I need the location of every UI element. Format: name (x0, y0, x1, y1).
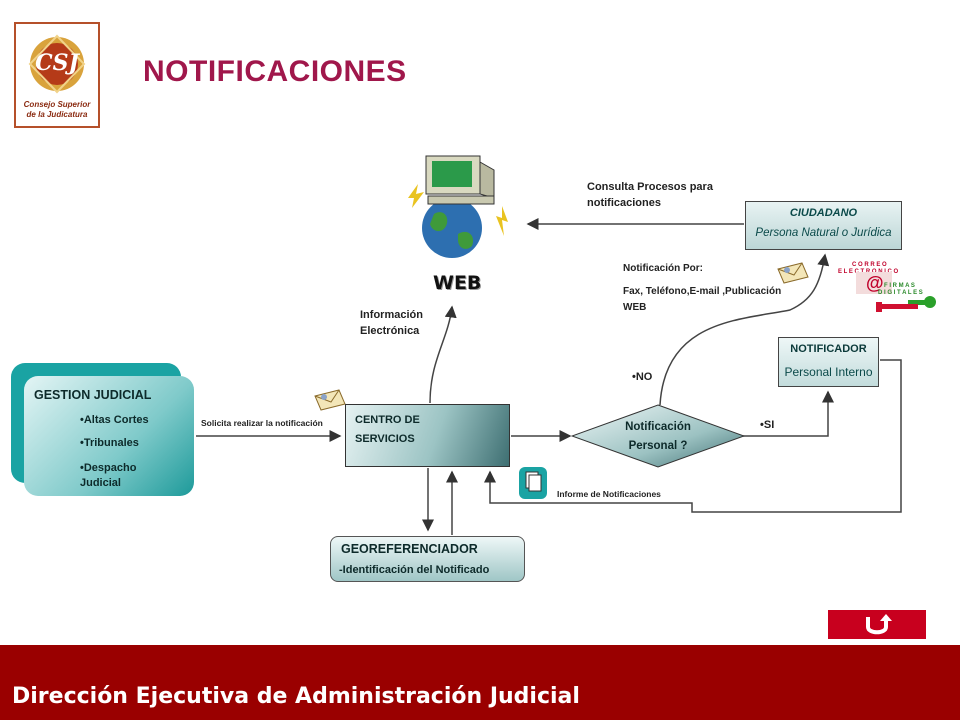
notificador-subtitle: Personal Interno (784, 365, 873, 379)
notificacion-por-line2: WEB (623, 302, 647, 313)
gestion-item-judicial: Judicial (80, 477, 121, 489)
informe-label: Informe de Notificaciones (557, 489, 661, 499)
centro-line2: SERVICIOS (355, 433, 415, 445)
logo-line2: de la Judicatura (26, 110, 88, 119)
centro-line1: CENTRO DE (355, 414, 420, 426)
info-electronica-line1: Información (360, 309, 423, 321)
page-title: NOTIFICACIONES (143, 55, 407, 88)
decision-line2: Personal ? (628, 440, 688, 452)
web-label: WEB (433, 272, 482, 294)
notificador-title: NOTIFICADOR (790, 343, 867, 355)
no-label: •NO (632, 371, 653, 383)
gestion-item-altas-cortes: •Altas Cortes (80, 414, 149, 426)
solicita-label: Solicita realizar la notificación (201, 418, 323, 428)
ciudadano-title: CIUDADANO (789, 207, 858, 219)
back-button[interactable] (828, 610, 926, 639)
key-icon (876, 296, 936, 312)
notificador-box: NOTIFICADOR Personal Interno (778, 337, 879, 387)
back-arrow-icon (866, 614, 892, 635)
centro-servicios-box: CENTRO DE SERVICIOS (345, 404, 510, 467)
decision-line1: Notificación (625, 421, 691, 433)
decision-diamond (571, 404, 745, 468)
gestion-title: GESTION JUDICIAL (34, 388, 152, 402)
svg-text:@: @ (866, 273, 884, 293)
correo-line1: C O R R E O (852, 262, 887, 268)
geo-title: GEOREFERENCIADOR (341, 542, 478, 556)
georeferenciador-box: GEOREFERENCIADOR -Identificación del Not… (330, 536, 525, 582)
gestion-judicial-box: GESTION JUDICIAL •Altas Cortes •Tribunal… (24, 376, 194, 496)
si-label: •SI (760, 419, 775, 431)
at-sign-icon: @ (856, 272, 892, 294)
logo-monogram: CSJ (35, 50, 79, 76)
gestion-item-tribunales: •Tribunales (80, 437, 139, 449)
notificacion-por-label: Notificación Por: (623, 263, 704, 274)
firmas-line1: F I R M A S (884, 283, 915, 289)
ciudadano-subtitle: Persona Natural o Jurídica (755, 227, 892, 239)
info-electronica-line2: Electrónica (360, 325, 420, 337)
notificacion-por-line1: Fax, Teléfono,E-mail ,Publicación (623, 286, 782, 297)
footer-text: Dirección Ejecutiva de Administración Ju… (12, 684, 580, 709)
computer-globe-icon (408, 155, 508, 258)
arrow-info-electronica (429, 305, 457, 404)
geo-subtitle: -Identificación del Notificado (339, 564, 490, 576)
envelope-icon (777, 262, 809, 284)
consulta-line1: Consulta Procesos para (587, 181, 713, 193)
firmas-line2: D I G I T A L E S (878, 290, 923, 296)
arrow-si-notificador (743, 390, 834, 437)
envelope-icon (314, 389, 346, 411)
logo-emblem-icon (18, 26, 96, 124)
csj-logo: CSJ Consejo Superior de la Judicatura (14, 22, 100, 128)
gestion-item-despacho: •Despacho (80, 462, 137, 474)
arrow-no-ciudadano (659, 253, 830, 406)
arrow-informe (484, 359, 902, 513)
logo-line1: Consejo Superior (23, 100, 91, 109)
consulta-line2: notificaciones (587, 197, 661, 209)
document-icon (519, 467, 547, 499)
ciudadano-box: CIUDADANO Persona Natural o Jurídica (745, 201, 902, 250)
footer-bar (0, 645, 960, 720)
